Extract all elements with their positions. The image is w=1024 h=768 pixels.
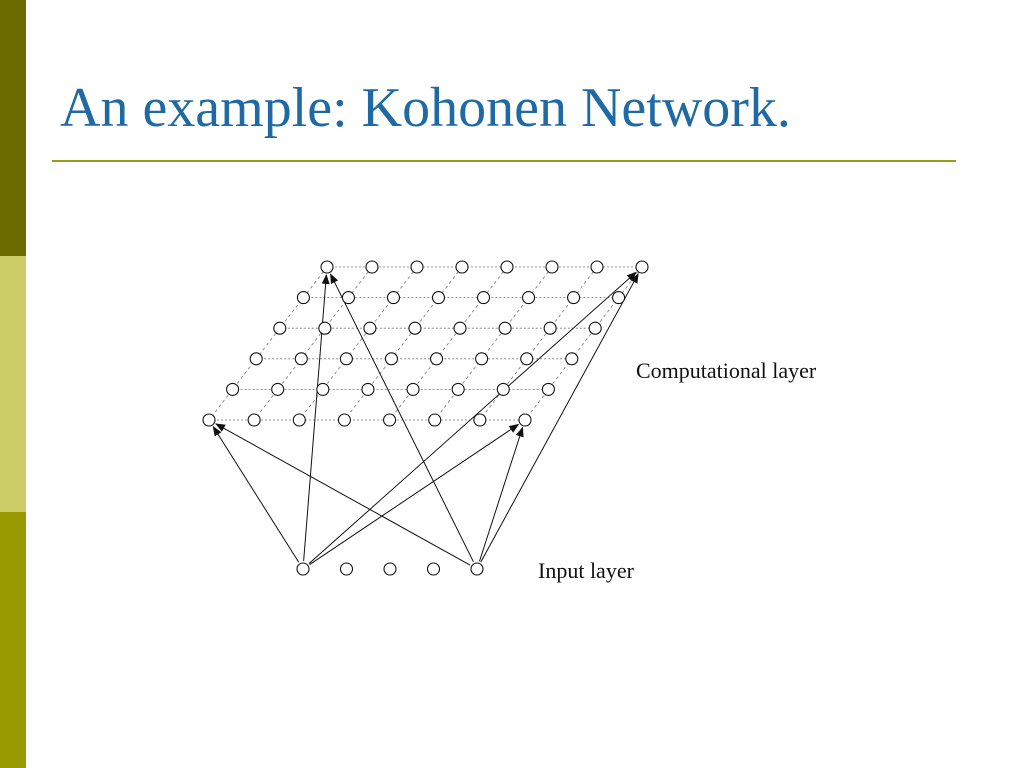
computational-node bbox=[386, 291, 401, 305]
connection-arrow bbox=[330, 273, 474, 563]
connection-arrow bbox=[478, 426, 524, 562]
computational-node bbox=[590, 260, 604, 274]
computational-node bbox=[273, 321, 287, 335]
computational-node bbox=[410, 260, 424, 274]
connection-arrow bbox=[303, 273, 330, 562]
grid-column-line bbox=[479, 266, 598, 421]
computational-node bbox=[292, 413, 306, 427]
input-node bbox=[470, 562, 484, 576]
computational-node bbox=[453, 321, 467, 335]
side-bar-bottom bbox=[0, 512, 26, 768]
grid-column-line bbox=[344, 266, 463, 421]
computational-node bbox=[339, 352, 353, 366]
grid-column-line bbox=[253, 266, 373, 421]
computational-node bbox=[612, 291, 626, 305]
computational-node bbox=[588, 321, 602, 335]
connection-arrow bbox=[215, 423, 471, 566]
grid-column-line bbox=[524, 266, 643, 421]
computational-node bbox=[635, 260, 649, 274]
side-bar-middle bbox=[0, 256, 26, 512]
computational-node bbox=[451, 382, 465, 396]
connection-arrow bbox=[309, 423, 520, 565]
computational-node bbox=[365, 260, 379, 274]
computational-node bbox=[455, 260, 469, 274]
computational-node bbox=[496, 382, 510, 396]
computational-node bbox=[226, 382, 240, 396]
computational-node bbox=[498, 321, 512, 335]
computational-node bbox=[247, 413, 261, 427]
computational-node bbox=[296, 291, 310, 305]
computational-node bbox=[202, 413, 216, 427]
computational-node bbox=[428, 413, 442, 427]
computational-node bbox=[249, 352, 263, 366]
computational-node bbox=[476, 291, 491, 305]
input-node bbox=[426, 562, 441, 576]
grid-column-line bbox=[208, 266, 328, 421]
computational-node bbox=[431, 291, 446, 305]
slide-title: An example: Kohonen Network. bbox=[60, 77, 791, 139]
computational-node bbox=[384, 352, 399, 366]
side-bar-top bbox=[0, 0, 26, 256]
connection-arrow bbox=[480, 273, 639, 563]
computational-node bbox=[545, 260, 559, 274]
computational-node bbox=[341, 291, 355, 305]
computational-node bbox=[361, 382, 375, 396]
input-node bbox=[296, 562, 310, 576]
computational-node bbox=[320, 260, 334, 274]
input-layer-label: Input layer bbox=[538, 558, 635, 583]
connection-arrow bbox=[308, 271, 637, 565]
computational-node bbox=[294, 352, 308, 366]
computational-node bbox=[473, 413, 487, 427]
grid-lines bbox=[208, 266, 643, 421]
computational-layer-label: Computational layer bbox=[636, 358, 817, 383]
input-node bbox=[339, 562, 354, 576]
computational-node bbox=[337, 413, 351, 427]
computational-node bbox=[567, 291, 581, 305]
computational-node bbox=[318, 321, 332, 335]
computational-node bbox=[406, 382, 420, 396]
computational-node bbox=[408, 321, 422, 335]
computational-node bbox=[565, 352, 579, 366]
computational-node bbox=[271, 382, 285, 396]
input-layer-nodes bbox=[296, 562, 484, 576]
grid-column-line bbox=[434, 266, 553, 421]
computational-node bbox=[363, 321, 377, 335]
computational-node bbox=[429, 352, 444, 366]
computational-layer-nodes bbox=[202, 260, 649, 427]
computational-node bbox=[383, 413, 397, 427]
connection-arrow bbox=[212, 425, 300, 563]
input-node bbox=[383, 562, 397, 576]
computational-node bbox=[316, 382, 330, 396]
computational-node bbox=[518, 413, 532, 427]
grid-column-line bbox=[389, 266, 508, 421]
computational-node bbox=[543, 321, 557, 335]
computational-node bbox=[520, 352, 534, 366]
title-rule bbox=[52, 160, 956, 162]
connection-arrows bbox=[212, 271, 639, 566]
computational-node bbox=[500, 260, 514, 274]
computational-node bbox=[541, 382, 555, 396]
computational-node bbox=[475, 352, 489, 366]
computational-node bbox=[521, 291, 536, 305]
